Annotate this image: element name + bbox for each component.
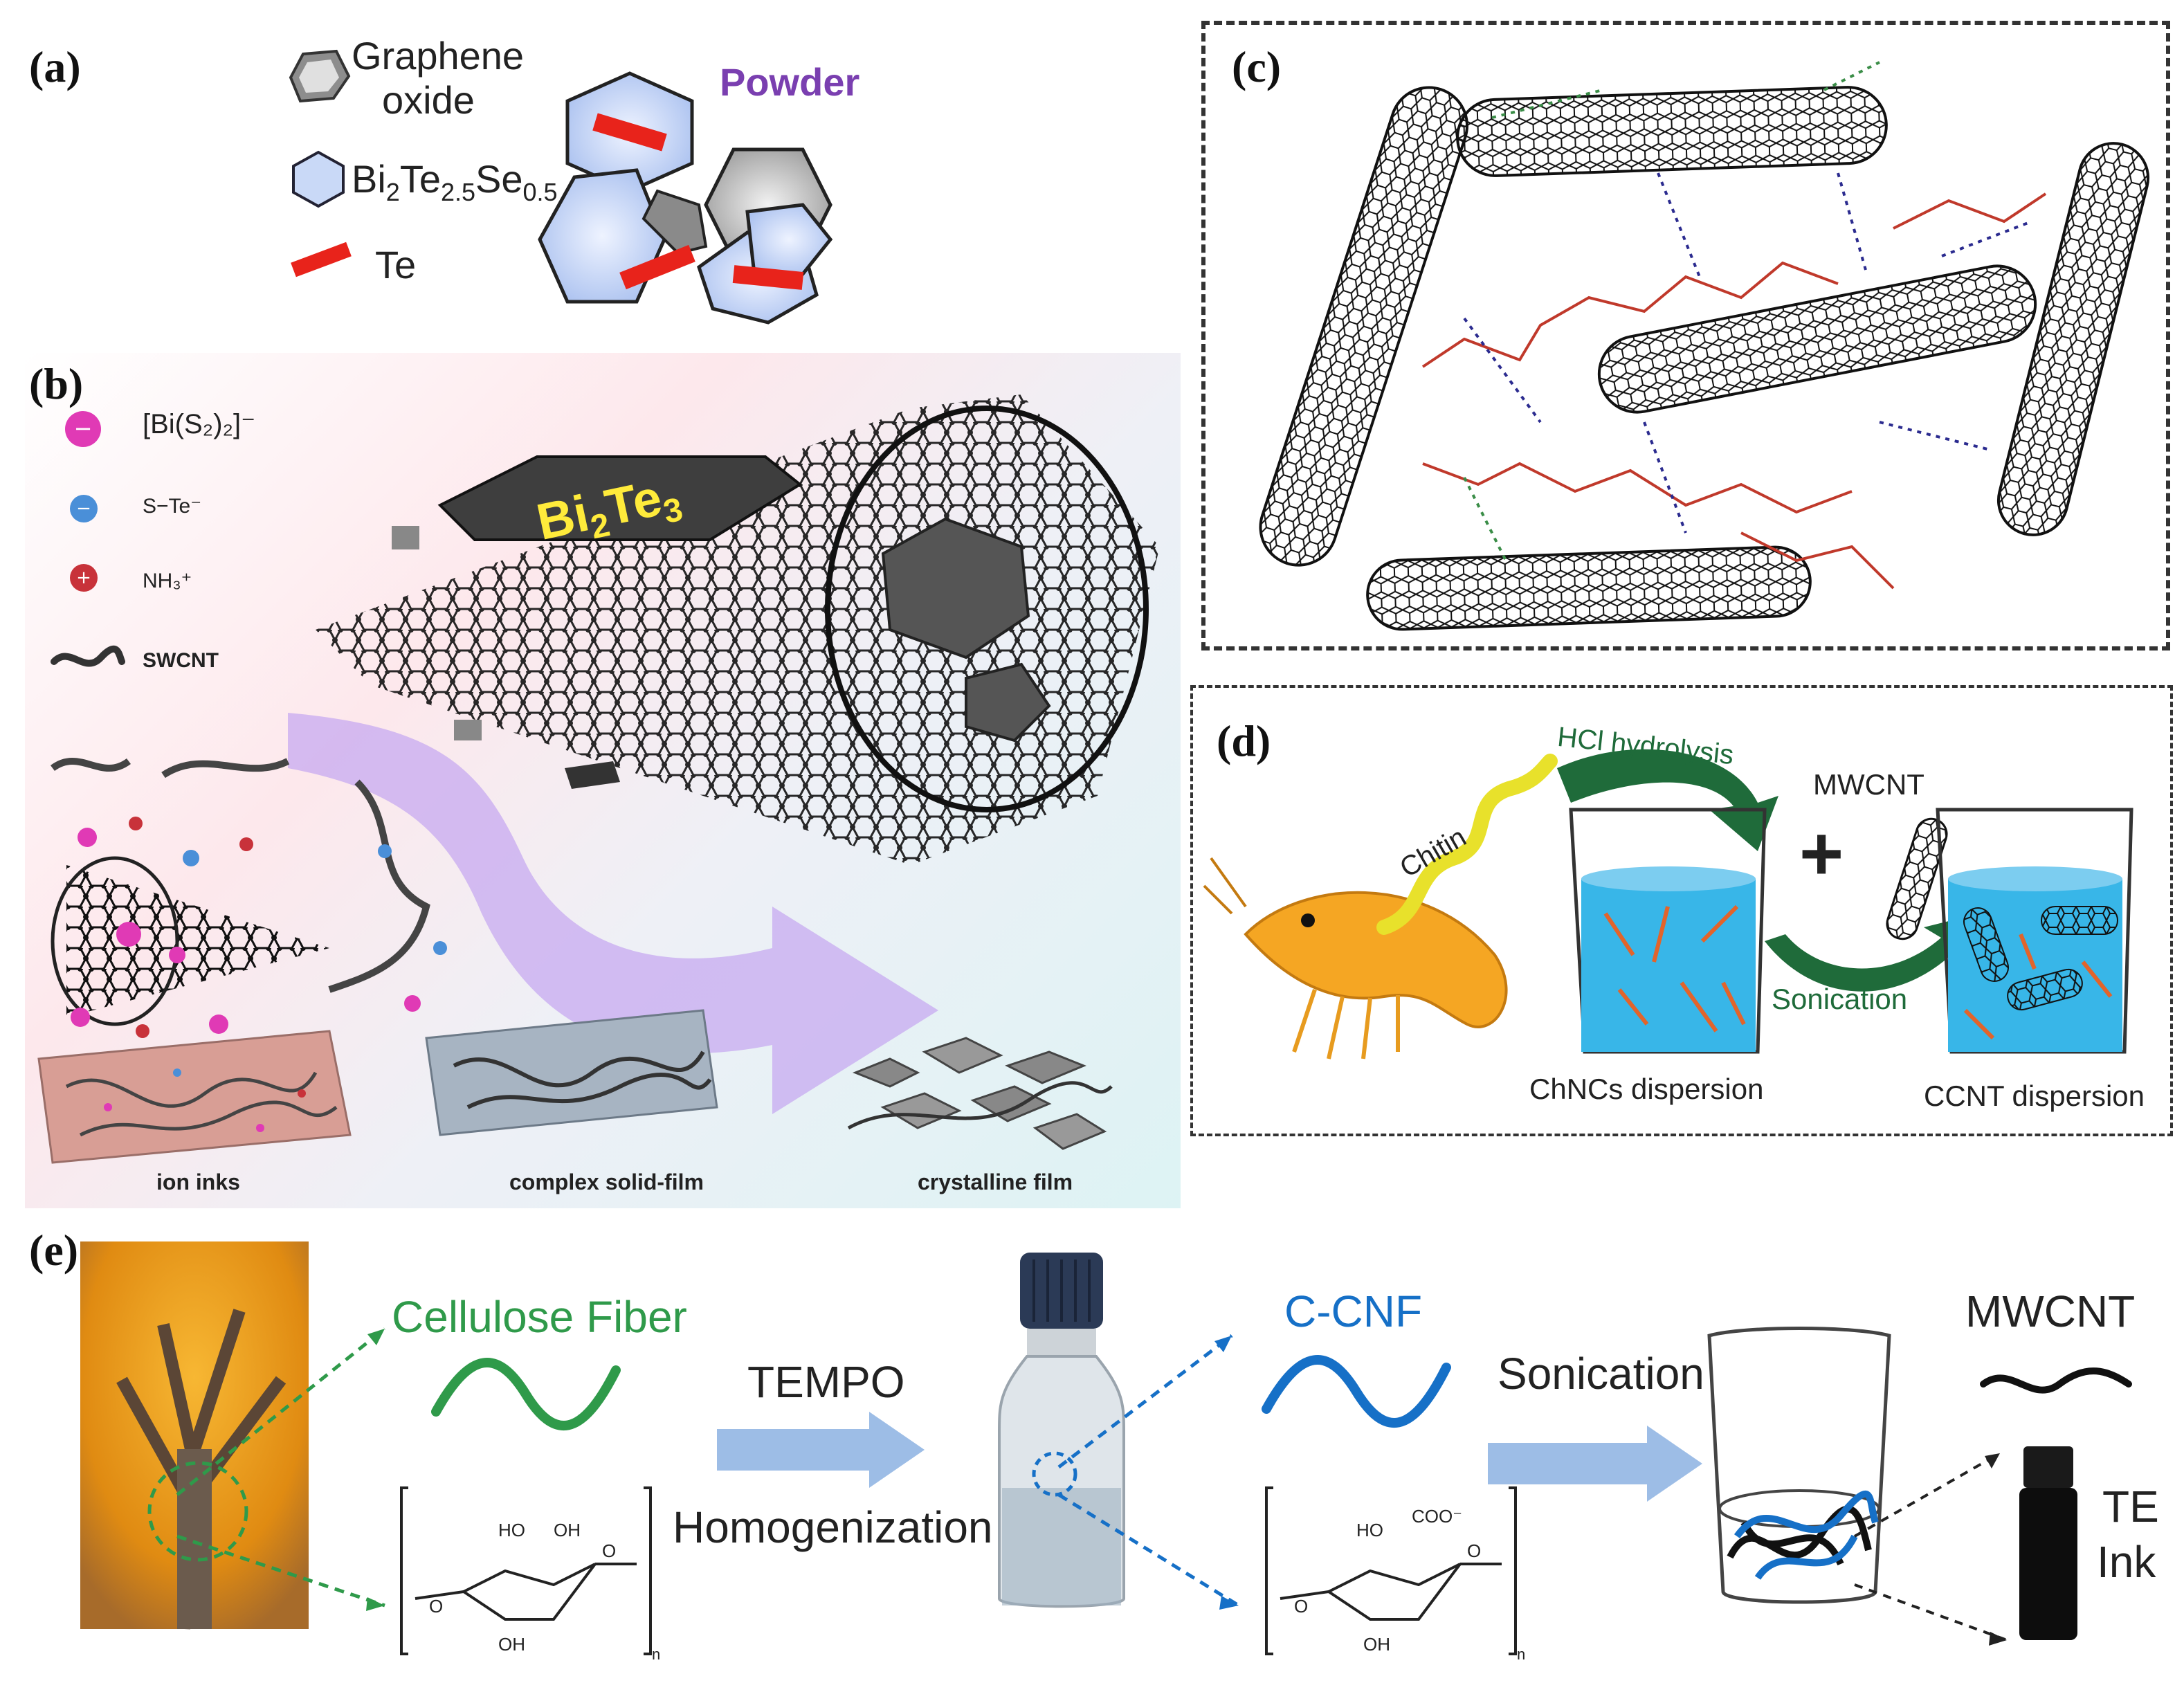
powder-cluster <box>538 71 833 325</box>
mwcnt-label-d: MWCNT <box>1813 768 1924 801</box>
nanotube-illustration: Bi2Te3 <box>316 394 1160 865</box>
panel-c-label: (c) <box>1232 42 1282 91</box>
svg-text:n: n <box>652 1646 660 1663</box>
ion-pink-minus-icon: − <box>65 411 101 447</box>
sonication-label-e: Sonication <box>1498 1349 1704 1399</box>
bis-formula: [Bi(S₂)₂]⁻ <box>143 409 256 439</box>
panel-a-label: (a) <box>29 42 81 91</box>
panel-e: (e) Cellulose Fiber HO OH O O OH n TEMPO <box>0 1218 2184 1683</box>
te-label: TE <box>2102 1482 2159 1531</box>
ion-red-plus-icon: + <box>70 564 98 592</box>
powder-label: Powder <box>720 60 860 104</box>
svg-text:O: O <box>1467 1540 1481 1561</box>
shrimp-icon <box>1203 857 1508 1059</box>
panel-d: (d) Chitin HCl hydrolysis ChNCs dispersi… <box>1190 685 2173 1136</box>
panel-a: (a) Graphene oxide Bi2Te2.5Se0.5 Te Powd… <box>0 0 1190 346</box>
svg-text:Bi2Te3: Bi2Te3 <box>531 465 686 557</box>
ccnt-label: CCNT dispersion <box>1924 1080 2145 1112</box>
beaker-ccnt <box>1936 808 2133 1054</box>
complex-solid-film-caption: complex solid-film <box>509 1170 704 1194</box>
sonication-label-d: Sonication <box>1772 983 1908 1015</box>
ste-formula: S−Te⁻ <box>143 495 202 518</box>
tempo-label: TEMPO <box>747 1357 905 1407</box>
svg-text:−: − <box>76 498 91 519</box>
panel-e-label: (e) <box>29 1226 79 1275</box>
bts-legend-text: Bi2Te2.5Se0.5 <box>352 157 558 207</box>
te-ink-vial <box>2019 1446 2077 1640</box>
mwcnt-tube-icon <box>1886 817 1948 940</box>
nh3-formula: NH₃⁺ <box>143 570 192 592</box>
svg-text:O: O <box>429 1596 443 1617</box>
ink-label: Ink <box>2097 1537 2156 1587</box>
sonication-arrow <box>1765 913 1979 992</box>
svg-text:O: O <box>602 1540 616 1561</box>
bts-legend-icon <box>292 150 345 208</box>
hcl-arrow <box>1557 749 1778 851</box>
ion-inks-caption: ion inks <box>156 1170 240 1194</box>
tree-to-fiber-arrows <box>176 1327 386 1611</box>
mwcnt-wave <box>1980 1367 2132 1394</box>
cellulose-fiber-label: Cellulose Fiber <box>392 1292 687 1342</box>
swcnt-line-icon <box>51 645 125 667</box>
panel-b-label: (b) <box>29 359 84 408</box>
panel-c-frame <box>1201 21 2170 651</box>
svg-text:HO: HO <box>1356 1520 1383 1540</box>
panel-b: (b) − [Bi(S₂)₂]⁻ − S−Te⁻ + NH₃⁺ SWCNT Bi… <box>25 353 1181 1208</box>
beaker-chncs <box>1569 808 1767 1054</box>
swcnt-text: SWCNT <box>143 649 219 672</box>
plus-sign: + <box>1799 811 1844 896</box>
mwcnt-label-e: MWCNT <box>1965 1286 2136 1336</box>
panel-c: (c) <box>1201 21 2170 651</box>
svg-text:OH: OH <box>498 1634 525 1655</box>
sonication-arrow-e <box>1488 1426 1702 1502</box>
bottle-to-ccnf-arrows <box>1057 1334 1240 1610</box>
svg-text:n: n <box>1517 1646 1525 1663</box>
tempo-arrow <box>717 1412 925 1488</box>
graphene-oxide-legend-icon <box>289 49 351 103</box>
panel-d-label: (d) <box>1217 716 1271 765</box>
chitin-cnt-network <box>1259 61 2150 631</box>
te-legend-text: Te <box>375 243 417 286</box>
cellulose-structure: HO OH O O OH n <box>400 1486 660 1663</box>
panel-d-frame <box>1190 685 2173 1136</box>
chitin-fiber <box>1376 754 1558 935</box>
svg-text:OH: OH <box>554 1520 581 1540</box>
svg-text:O: O <box>1294 1596 1308 1617</box>
bottle-photo <box>998 1253 1125 1608</box>
svg-text:COO⁻: COO⁻ <box>1412 1506 1462 1527</box>
svg-text:+: + <box>76 567 91 588</box>
ccnf-label: C-CNF <box>1284 1286 1423 1336</box>
svg-text:−: − <box>74 415 93 442</box>
beaker-to-ink-arrows <box>1854 1452 2008 1646</box>
svg-text:OH: OH <box>1363 1634 1390 1655</box>
process-arrow <box>288 713 938 1114</box>
graphene-legend-text: Graphene <box>352 34 525 78</box>
chncs-label: ChNCs dispersion <box>1529 1073 1764 1105</box>
oxide-legend-text: oxide <box>382 78 475 122</box>
svg-text:HO: HO <box>498 1520 525 1540</box>
cellulose-wave <box>431 1358 621 1431</box>
homogenization-label: Homogenization <box>673 1502 993 1552</box>
ccnf-wave <box>1262 1355 1451 1428</box>
complex-solid-film <box>425 1009 718 1136</box>
ion-blue-minus-icon: − <box>70 495 98 522</box>
ccnf-structure: HO COO⁻ O O OH n <box>1265 1486 1525 1663</box>
te-legend-icon <box>291 242 352 278</box>
ion-inks-film <box>37 1030 352 1164</box>
crystalline-film <box>847 1037 1113 1150</box>
ion-ink-tube <box>51 758 447 1038</box>
crystalline-film-caption: crystalline film <box>918 1170 1073 1194</box>
